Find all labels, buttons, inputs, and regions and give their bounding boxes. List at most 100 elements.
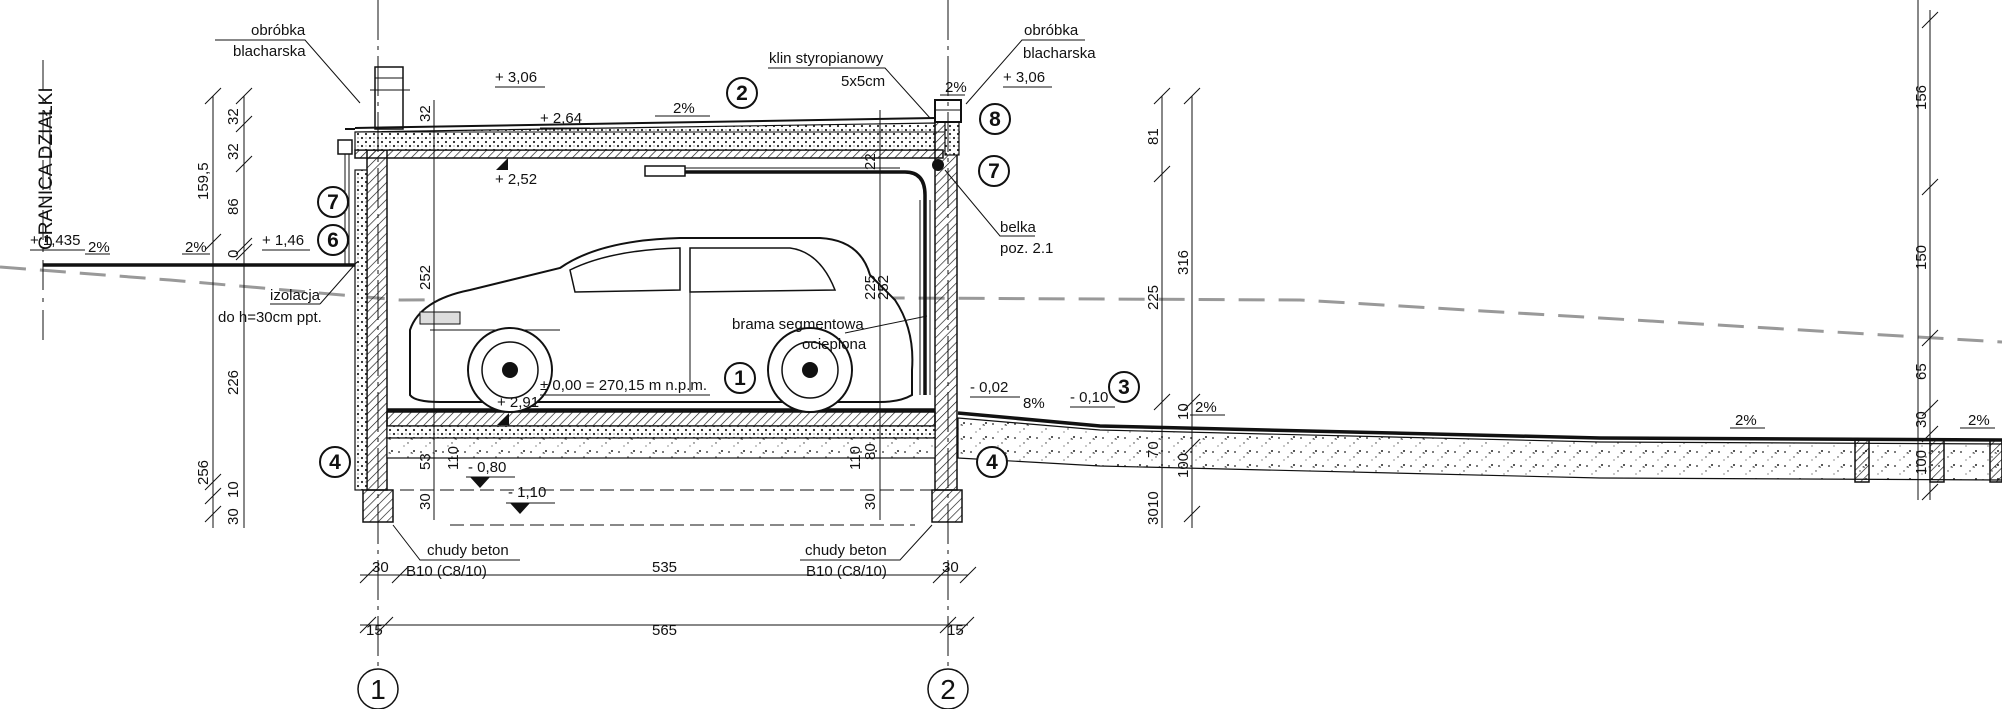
svg-text:30: 30	[225, 508, 242, 525]
level-252: + 2,52	[495, 158, 537, 188]
svg-text:+ 2,64: + 2,64	[540, 110, 582, 127]
floor-subbase	[386, 437, 936, 459]
svg-text:225: 225	[1145, 285, 1162, 310]
roof-slab-hatch	[354, 149, 944, 159]
level-306b: + 3,06	[1003, 69, 1052, 88]
svg-text:+ 2,52: + 2,52	[495, 171, 537, 188]
level-306a: + 3,06	[495, 69, 545, 88]
svg-text:30: 30	[942, 559, 959, 576]
svg-text:chudy beton: chudy beton	[427, 542, 509, 559]
svg-text:blacharska: blacharska	[1023, 45, 1096, 62]
svg-text:252: 252	[417, 265, 434, 290]
svg-text:B10 (C8/10): B10 (C8/10)	[806, 563, 887, 580]
label-chudy-left: chudy beton B10 (C8/10)	[392, 524, 520, 580]
level-110: - 1,10	[506, 484, 555, 514]
marker-4-right: 4	[976, 446, 1008, 478]
svg-text:32: 32	[417, 105, 434, 122]
slope-labels: 2% 2% 2% 2% 2% 8% 2% 2% 2%	[85, 79, 1995, 429]
svg-text:65: 65	[1913, 363, 1930, 380]
label-brama: brama segmentowa ocieplona	[732, 315, 928, 353]
svg-text:7: 7	[327, 191, 339, 214]
svg-text:blacharska: blacharska	[233, 43, 306, 60]
svg-text:+ 2,91: + 2,91	[497, 394, 539, 411]
svg-text:32: 32	[225, 108, 242, 125]
svg-text:80: 80	[862, 443, 879, 460]
svg-text:B10 (C8/10): B10 (C8/10)	[406, 563, 487, 580]
level-1435: + 1,435	[30, 232, 85, 251]
marker-1: 1	[724, 362, 756, 394]
gutter-left	[337, 139, 353, 155]
roof-vent	[374, 66, 404, 130]
level-010: - 0,10	[1070, 389, 1115, 408]
svg-text:1: 1	[370, 674, 386, 705]
label-zero-level: ± 0,00 = 270,15 m n.p.m.	[540, 377, 710, 396]
svg-text:22: 22	[862, 153, 879, 170]
floor-insulation	[386, 425, 936, 439]
svg-text:poz. 2.1: poz. 2.1	[1000, 240, 1053, 257]
svg-text:2%: 2%	[1735, 412, 1757, 429]
svg-text:do h=30cm ppt.: do h=30cm ppt.	[218, 309, 322, 326]
svg-text:535: 535	[652, 559, 677, 576]
axis-2-marker: 2	[927, 668, 969, 709]
marker-7-right: 7	[978, 155, 1010, 187]
svg-text:4: 4	[986, 451, 998, 474]
svg-text:- 0,10: - 0,10	[1070, 389, 1108, 406]
svg-text:30: 30	[862, 493, 879, 510]
svg-text:225: 225	[862, 275, 879, 300]
svg-text:obróbka: obróbka	[1024, 22, 1079, 39]
svg-text:7: 7	[988, 160, 1000, 183]
svg-text:8%: 8%	[1023, 395, 1045, 412]
svg-text:2%: 2%	[1195, 399, 1217, 416]
svg-text:+ 1,46: + 1,46	[262, 232, 304, 249]
dims-mid-right: 81 225 316 10 70 100 10 30	[1145, 87, 1201, 528]
svg-text:+ 3,06: + 3,06	[1003, 69, 1045, 86]
svg-text:2%: 2%	[88, 239, 110, 256]
svg-text:53: 53	[417, 453, 434, 470]
svg-text:0: 0	[225, 250, 242, 258]
svg-text:brama segmentowa: brama segmentowa	[732, 316, 864, 333]
svg-text:8: 8	[989, 108, 1001, 131]
dims-left-inner: 32 32 86 0	[225, 87, 253, 528]
driveway-surface	[957, 411, 2002, 442]
label-belka: belka poz. 2.1	[944, 169, 1053, 257]
axis-1-marker: 1	[357, 668, 399, 709]
svg-text:32: 32	[225, 143, 242, 160]
svg-text:2%: 2%	[1968, 412, 1990, 429]
svg-text:30: 30	[1913, 411, 1930, 428]
boundary-label: GRANICA DZIAŁKI	[36, 87, 57, 250]
left-wall-insulation	[354, 169, 368, 491]
svg-text:30: 30	[1145, 508, 1162, 525]
left-wall	[366, 149, 388, 491]
svg-text:3: 3	[1118, 376, 1130, 399]
svg-text:+ 3,06: + 3,06	[495, 69, 537, 86]
svg-text:15: 15	[366, 622, 383, 639]
svg-text:156: 156	[1913, 85, 1930, 110]
svg-text:150: 150	[1913, 245, 1930, 270]
level-002: - 0,02	[970, 379, 1020, 398]
svg-text:252: 252	[875, 275, 892, 300]
svg-text:30: 30	[417, 493, 434, 510]
marker-3: 3	[1108, 371, 1140, 403]
car-illustration	[409, 237, 914, 413]
svg-text:2%: 2%	[185, 239, 207, 256]
svg-text:6: 6	[327, 229, 339, 252]
level-146: + 1,46	[262, 232, 310, 251]
label-obrobka-right: obróbka blacharska	[965, 22, 1096, 105]
svg-text:81: 81	[1145, 128, 1162, 145]
garage-door-track	[645, 170, 927, 395]
svg-text:100: 100	[1913, 450, 1930, 475]
marker-6: 6	[317, 224, 349, 256]
dims-wall-right: 22 252 225 110 30 80	[847, 110, 892, 520]
dims-bottom: 30 535 30 15 565 15	[359, 559, 977, 639]
svg-text:110: 110	[445, 446, 462, 470]
dims-wall-left: 32 252 53 110 30	[417, 100, 462, 520]
svg-text:- 0,80: - 0,80	[468, 459, 506, 476]
svg-text:+ 1,435: + 1,435	[30, 232, 80, 249]
svg-text:159,5: 159,5	[195, 162, 212, 200]
existing-ground-line	[0, 265, 2002, 344]
svg-text:100: 100	[1175, 453, 1192, 478]
svg-text:- 1,10: - 1,10	[508, 484, 546, 501]
svg-text:2: 2	[736, 82, 748, 105]
svg-text:belka: belka	[1000, 219, 1037, 236]
